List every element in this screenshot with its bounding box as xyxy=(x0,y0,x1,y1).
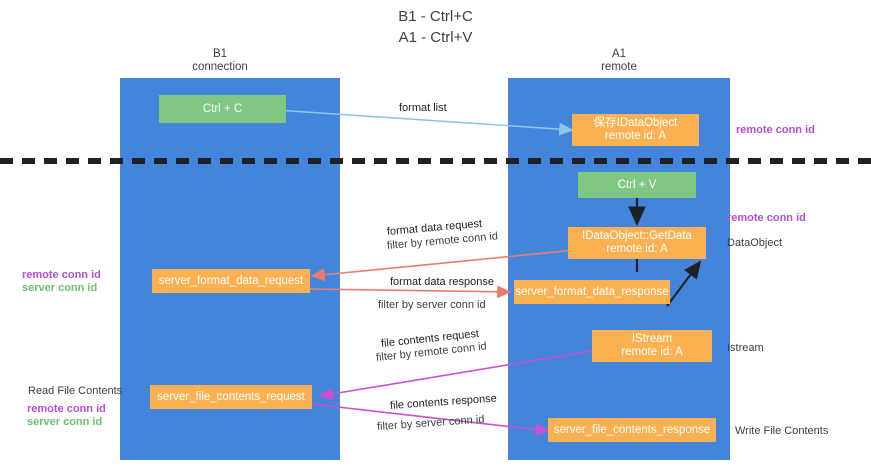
box-istream[interactable]: IStream remote id: A xyxy=(592,330,712,362)
box-getdata-line1: IDataObject::GetData xyxy=(582,230,692,242)
edge-label-file-contents-response-filter: filter by server conn id xyxy=(377,413,485,434)
lane-header-b1: B1 connection xyxy=(140,48,300,74)
box-getdata-line2: remote id: A xyxy=(606,243,668,255)
box-ctrl-c[interactable]: Ctrl + C xyxy=(159,95,286,123)
side-label-remote-conn-id-mid: remote conn id xyxy=(727,212,806,224)
lane-header-a1: A1 remote xyxy=(539,48,699,74)
lane-a1-sub: remote xyxy=(601,61,637,73)
box-server-format-data-request-label: server_format_data_request xyxy=(158,274,304,287)
side-label-read-file-contents: Read File Contents xyxy=(28,385,123,397)
side-label-remote-conn-id-top: remote conn id xyxy=(736,124,815,136)
box-idataobject-getdata[interactable]: IDataObject::GetData remote id: A xyxy=(568,227,706,259)
box-ctrl-c-label: Ctrl + C xyxy=(202,102,243,115)
box-server-format-data-response[interactable]: server_format_data_response xyxy=(514,280,670,304)
box-server-file-contents-request[interactable]: server_file_contents_request xyxy=(150,385,312,409)
edge-label-format-data-response: format data response xyxy=(390,276,494,288)
side-label-left-server-conn-id-mid: server conn id xyxy=(22,282,98,294)
edge-label-file-contents-response: file contents response xyxy=(389,392,498,412)
box-save-idataobject-line2: remote id: A xyxy=(604,130,667,142)
filter-by-text-2: filter by xyxy=(378,299,417,311)
side-label-left-server-conn-id-bottom: server conn id xyxy=(27,416,103,428)
box-save-idataobject-line1: 保存IDataObject xyxy=(593,117,678,129)
title-line-1: B1 - Ctrl+C xyxy=(398,8,473,25)
box-server-format-data-response-label: server_format_data_response xyxy=(515,285,669,298)
filter-by-text-1: filter by xyxy=(386,236,426,252)
box-server-file-contents-response[interactable]: server_file_contents_response xyxy=(548,418,716,442)
server-conn-id-text-4: server conn id xyxy=(415,413,485,431)
side-label-left-remote-conn-id-mid: remote conn id xyxy=(22,269,101,281)
edge-label-format-list: format list xyxy=(399,102,447,114)
page-title: B1 - Ctrl+C A1 - Ctrl+V xyxy=(0,6,871,48)
edge-label-format-data-response-filter: filter by server conn id xyxy=(378,298,486,312)
box-istream-line2: remote id: A xyxy=(621,346,683,358)
arrow-format-data-response xyxy=(309,285,512,299)
box-save-idataobject[interactable]: 保存IDataObject remote id: A xyxy=(572,114,699,146)
box-ctrl-v-label: Ctrl + V xyxy=(617,178,657,191)
box-ctrl-v[interactable]: Ctrl + V xyxy=(578,172,696,198)
side-label-dataobject: DataObject xyxy=(727,237,783,249)
side-label-istream: Istream xyxy=(727,342,764,354)
lane-b1-name: B1 xyxy=(212,48,228,60)
side-label-left-remote-conn-id-bottom: remote conn id xyxy=(27,403,106,415)
box-server-format-data-request[interactable]: server_format_data_request xyxy=(152,269,310,293)
server-conn-id-text-2: server conn id xyxy=(416,299,486,311)
filter-by-text-3: filter by xyxy=(375,348,415,364)
box-istream-line1: IStream xyxy=(631,333,673,345)
lane-b1-sub: connection xyxy=(192,61,248,73)
filter-by-text-4: filter by xyxy=(376,418,416,433)
side-label-write-file-contents: Write File Contents xyxy=(735,425,829,437)
box-server-file-contents-request-label: server_file_contents_request xyxy=(157,390,305,403)
box-server-file-contents-response-label: server_file_contents_response xyxy=(553,423,711,436)
lane-a1-name: A1 xyxy=(611,48,627,60)
title-line-2: A1 - Ctrl+V xyxy=(398,29,473,46)
